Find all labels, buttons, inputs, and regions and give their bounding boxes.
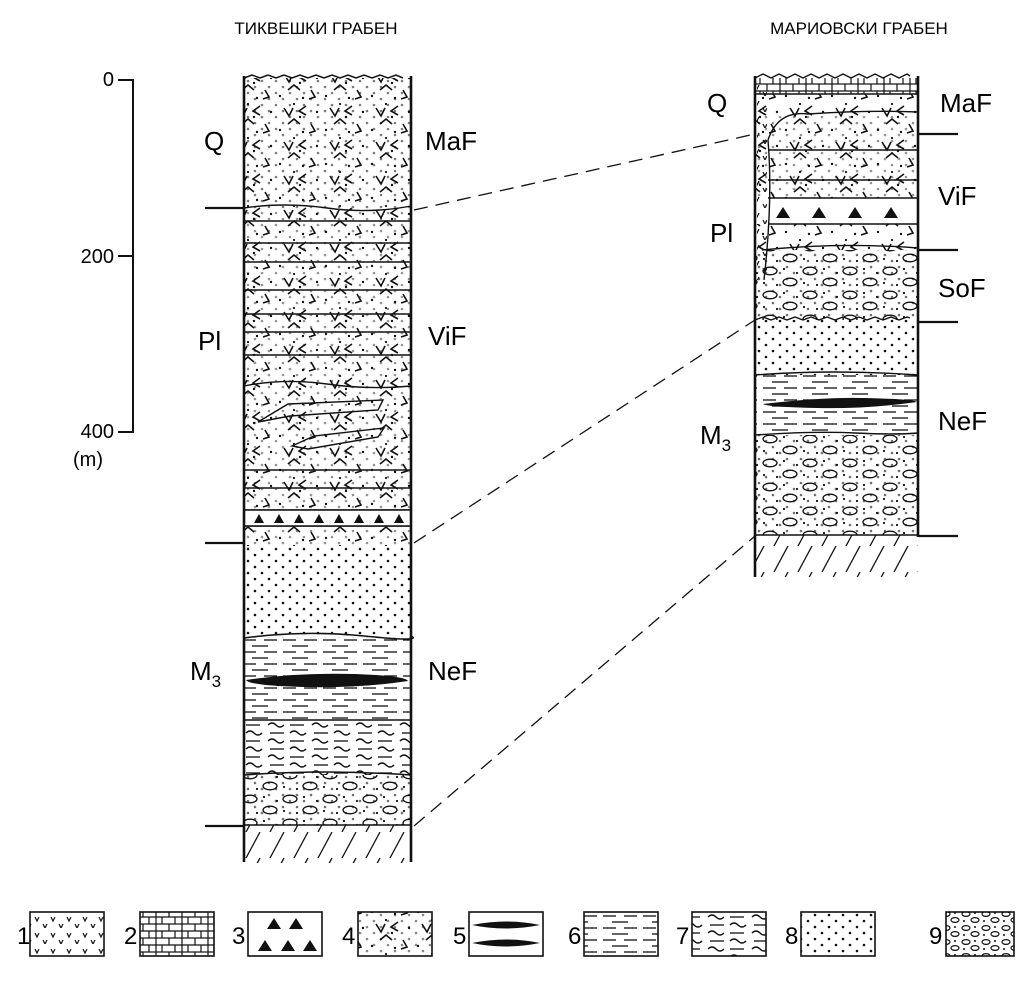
left-age-pl: Pl bbox=[198, 326, 221, 356]
legend-num-5: 5 bbox=[453, 923, 466, 950]
left-stratigraphic-column: Q Pl M3 MaF ViF NeF bbox=[190, 75, 477, 863]
right-formation-vif: ViF bbox=[938, 181, 977, 211]
legend-num-2: 2 bbox=[124, 923, 137, 950]
correlation-lines bbox=[414, 134, 755, 826]
right-age-m3: M3 bbox=[700, 420, 731, 455]
legend-num-6: 6 bbox=[568, 923, 581, 950]
left-column-title: ТИКВЕШКИ ГРАБЕН bbox=[234, 19, 397, 38]
left-formation-vif: ViF bbox=[428, 321, 467, 351]
legend-num-7: 7 bbox=[676, 923, 689, 950]
left-formation-nef: NeF bbox=[428, 656, 477, 686]
scale-tick-0: 0 bbox=[103, 69, 114, 91]
right-age-pl: Pl bbox=[710, 218, 733, 248]
left-age-m3: M3 bbox=[190, 656, 221, 691]
right-stratigraphic-column: Q Pl M3 MaF ViF SoF NeF bbox=[700, 54, 992, 577]
scale-tick-400: 400 bbox=[81, 421, 114, 443]
right-column-title: МАРИОВСКИ ГРАБЕН bbox=[770, 19, 948, 38]
left-formation-maf: MaF bbox=[425, 126, 477, 156]
scale-tick-200: 200 bbox=[81, 246, 114, 268]
depth-scale: 0 200 400 (m) bbox=[73, 69, 134, 471]
right-formation-maf: MaF bbox=[940, 88, 992, 118]
legend: 1 2 3 4 5 6 7 8 9 bbox=[17, 912, 1014, 956]
left-age-q: Q bbox=[204, 126, 224, 156]
right-formation-nef: NeF bbox=[938, 406, 987, 436]
legend-num-9: 9 bbox=[929, 923, 942, 950]
right-formation-sof: SoF bbox=[938, 273, 986, 303]
legend-num-1: 1 bbox=[17, 923, 30, 950]
legend-num-8: 8 bbox=[785, 923, 798, 950]
right-age-q: Q bbox=[707, 88, 727, 118]
legend-num-4: 4 bbox=[342, 923, 355, 950]
legend-num-3: 3 bbox=[232, 923, 245, 950]
scale-unit: (m) bbox=[73, 449, 103, 471]
